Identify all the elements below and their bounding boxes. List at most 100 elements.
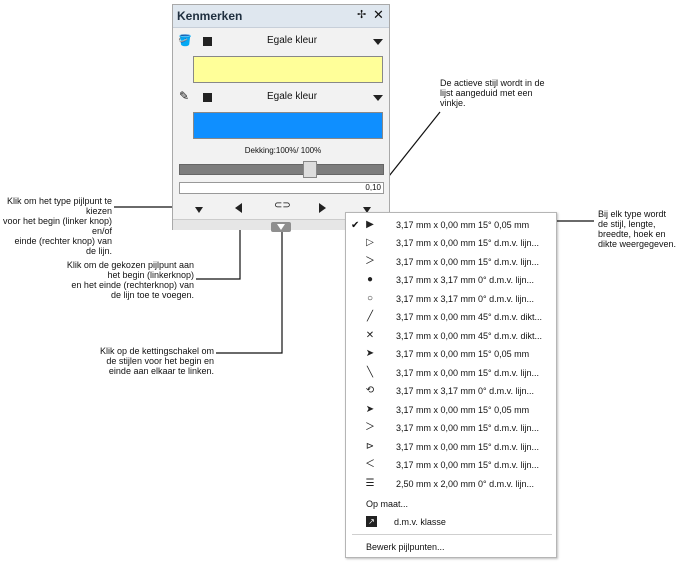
note-chain-link: Klik op de kettingschakel om de stijlen … xyxy=(64,346,214,376)
menu-item-by-class-label: d.m.v. klasse xyxy=(394,517,446,527)
menu-item-style-15[interactable]: ☰ 2,50 mm x 2,00 mm 0° d.m.v. lijn... xyxy=(346,476,556,494)
fill-color-preview[interactable] xyxy=(193,56,383,83)
leader-chain-link xyxy=(216,222,283,354)
pin-icon[interactable]: ✢ xyxy=(357,9,367,21)
line-width-field[interactable]: 0,10 xyxy=(179,182,384,194)
menu-item-text: 3,17 mm x 0,00 mm 15° d.m.v. lijn... xyxy=(396,257,539,267)
menu-item-text: 3,17 mm x 0,00 mm 15° 0,05 mm xyxy=(396,349,530,359)
arrowhead-style-icon: ● xyxy=(366,274,374,285)
menu-item-custom[interactable]: Op maat... xyxy=(346,496,556,514)
note-choose-type: Klik om het type pijlpunt te kiezen voor… xyxy=(2,196,112,256)
menu-item-text: 3,17 mm x 0,00 mm 15° 0,05 mm xyxy=(396,220,530,230)
close-icon[interactable]: ✕ xyxy=(373,7,384,22)
note-line: Klik om het type pijlpunt te kiezen xyxy=(6,196,112,216)
menu-item-by-class[interactable]: ↗ d.m.v. klasse xyxy=(346,514,556,532)
panel-title: Kenmerken xyxy=(177,9,243,23)
arrowhead-style-icon: ➤ xyxy=(365,404,375,415)
opacity-slider-thumb[interactable] xyxy=(303,161,317,178)
arrowhead-style-icon: ▷ xyxy=(366,237,374,248)
arrowhead-style-icon: ✕ xyxy=(365,330,375,341)
line-color-preview[interactable] xyxy=(193,112,383,139)
note-line: de lijn toe te voegen. xyxy=(110,290,194,300)
note-line: dikte weergegeven. xyxy=(598,239,677,249)
menu-item-style-14[interactable]: ＜ 3,17 mm x 0,00 mm 15° d.m.v. lijn... xyxy=(346,457,556,475)
add-end-arrow-button[interactable] xyxy=(319,203,326,213)
note-line: het begin (linkerknop) xyxy=(107,270,194,280)
menu-item-style-4[interactable]: ● 3,17 mm x 3,17 mm 0° d.m.v. lijn... xyxy=(346,272,556,290)
checkmark-icon: ✔ xyxy=(351,220,360,231)
end-arrow-type-button[interactable] xyxy=(363,207,371,213)
menu-item-style-1[interactable]: ✔ ▶ 3,17 mm x 0,00 mm 15° 0,05 mm xyxy=(346,217,556,235)
note-line: voor het begin (linker knop) en/of xyxy=(2,216,112,236)
note-line: de stijlen voor het begin en xyxy=(106,356,214,366)
arrowhead-style-icon: ＜ xyxy=(365,459,375,470)
menu-item-style-12[interactable]: ＞ 3,17 mm x 0,00 mm 15° d.m.v. lijn... xyxy=(346,420,556,438)
menu-item-text: 3,17 mm x 0,00 mm 15° d.m.v. lijn... xyxy=(396,238,539,248)
menu-item-text: 3,17 mm x 0,00 mm 45° d.m.v. dikt... xyxy=(396,331,542,341)
fill-style-label: Egale kleur xyxy=(267,35,318,46)
menu-item-style-5[interactable]: ○ 3,17 mm x 3,17 mm 0° d.m.v. lijn... xyxy=(346,291,556,309)
note-line: Bij elk type wordt xyxy=(598,209,667,219)
start-arrow-type-button[interactable] xyxy=(195,207,203,213)
menu-item-style-13[interactable]: ⊳ 3,17 mm x 0,00 mm 15° d.m.v. lijn... xyxy=(346,439,556,457)
menu-item-edit-arrowheads[interactable]: Bewerk pijlpunten... xyxy=(346,539,556,557)
arrowhead-style-icon: ○ xyxy=(366,293,374,304)
note-line: Klik op de kettingschakel om xyxy=(99,346,214,356)
menu-item-style-3[interactable]: ＞ 3,17 mm x 0,00 mm 15° d.m.v. lijn... xyxy=(346,254,556,272)
attributes-panel: Kenmerken ✢ ✕ 🪣 Egale kleur ✎ Egale kleu… xyxy=(172,4,390,232)
arrowhead-style-icon: ➤ xyxy=(365,348,375,359)
menu-item-custom-label: Op maat... xyxy=(366,499,409,509)
note-active-style: De actieve stijl wordt in de lijst aange… xyxy=(440,78,545,108)
pencil-icon: ✎ xyxy=(179,89,190,103)
menu-item-text: 3,17 mm x 0,00 mm 15° d.m.v. lijn... xyxy=(396,423,539,433)
arrowhead-style-menu: ✔ ▶ 3,17 mm x 0,00 mm 15° 0,05 mm ▷ 3,17… xyxy=(345,212,557,558)
panel-header: Kenmerken ✢ ✕ xyxy=(173,5,389,28)
arrowhead-style-icon: ╲ xyxy=(366,367,374,378)
menu-item-style-2[interactable]: ▷ 3,17 mm x 0,00 mm 15° d.m.v. lijn... xyxy=(346,235,556,253)
arrowhead-style-icon: ⟲ xyxy=(365,385,375,396)
arrowhead-style-icon: ＞ xyxy=(365,422,375,433)
note-line: de stijl, lengte, xyxy=(598,219,656,229)
opacity-slider-track[interactable] xyxy=(179,164,384,175)
note-line: vinkje. xyxy=(440,98,466,108)
add-start-arrow-button[interactable] xyxy=(235,203,242,213)
menu-item-style-8[interactable]: ➤ 3,17 mm x 0,00 mm 15° 0,05 mm xyxy=(346,346,556,364)
note-line: einde (rechter knop) van de lijn. xyxy=(14,236,112,256)
chevron-down-icon xyxy=(373,39,383,45)
menu-item-edit-label: Bewerk pijlpunten... xyxy=(366,542,445,552)
line-style-dropdown[interactable]: ✎ Egale kleur xyxy=(175,89,387,107)
arrowhead-style-icon: ╱ xyxy=(366,311,374,322)
fill-color-swatch[interactable] xyxy=(203,37,212,46)
menu-item-text: 3,17 mm x 0,00 mm 45° d.m.v. dikt... xyxy=(396,312,542,322)
note-line: breedte, hoek en xyxy=(598,229,666,239)
chevron-down-icon xyxy=(373,95,383,101)
menu-item-style-9[interactable]: ╲ 3,17 mm x 0,00 mm 15° d.m.v. lijn... xyxy=(346,365,556,383)
menu-item-style-7[interactable]: ✕ 3,17 mm x 0,00 mm 45° d.m.v. dikt... xyxy=(346,328,556,346)
note-line: De actieve stijl wordt in de xyxy=(440,78,545,88)
menu-item-style-6[interactable]: ╱ 3,17 mm x 0,00 mm 45° d.m.v. dikt... xyxy=(346,309,556,327)
note-line: en het einde (rechterknop) van xyxy=(71,280,194,290)
menu-item-style-10[interactable]: ⟲ 3,17 mm x 3,17 mm 0° d.m.v. lijn... xyxy=(346,383,556,401)
line-style-label: Egale kleur xyxy=(267,91,318,102)
menu-item-text: 3,17 mm x 3,17 mm 0° d.m.v. lijn... xyxy=(396,386,534,396)
opacity-text: Dekking:100%/ 100% xyxy=(244,146,322,155)
menu-separator xyxy=(352,534,552,535)
arrowhead-style-icon: ＞ xyxy=(365,256,375,267)
note-add-arrow: Klik om de gekozen pijlpunt aan het begi… xyxy=(44,260,194,300)
arrowhead-style-icon: ⊳ xyxy=(365,441,375,452)
line-color-swatch[interactable] xyxy=(203,93,212,102)
menu-item-style-11[interactable]: ➤ 3,17 mm x 0,00 mm 15° 0,05 mm xyxy=(346,402,556,420)
menu-item-text: 3,17 mm x 0,00 mm 15° d.m.v. lijn... xyxy=(396,442,539,452)
expand-button[interactable] xyxy=(271,222,291,232)
chain-link-icon[interactable]: ⊂⊃ xyxy=(274,200,291,211)
line-width-value: 0,10 xyxy=(365,183,381,192)
fill-style-dropdown[interactable]: 🪣 Egale kleur xyxy=(175,33,387,51)
menu-item-text: 3,17 mm x 0,00 mm 15° d.m.v. lijn... xyxy=(396,368,539,378)
menu-item-text: 3,17 mm x 3,17 mm 0° d.m.v. lijn... xyxy=(396,294,534,304)
arrowhead-style-icon: ▶ xyxy=(366,219,374,230)
menu-item-text: 2,50 mm x 2,00 mm 0° d.m.v. lijn... xyxy=(396,479,534,489)
leader-add-arrow xyxy=(196,222,241,280)
menu-item-text: 3,17 mm x 3,17 mm 0° d.m.v. lijn... xyxy=(396,275,534,285)
menu-item-text: 3,17 mm x 0,00 mm 15° d.m.v. lijn... xyxy=(396,460,539,470)
note-line: lijst aangeduid met een xyxy=(440,88,533,98)
